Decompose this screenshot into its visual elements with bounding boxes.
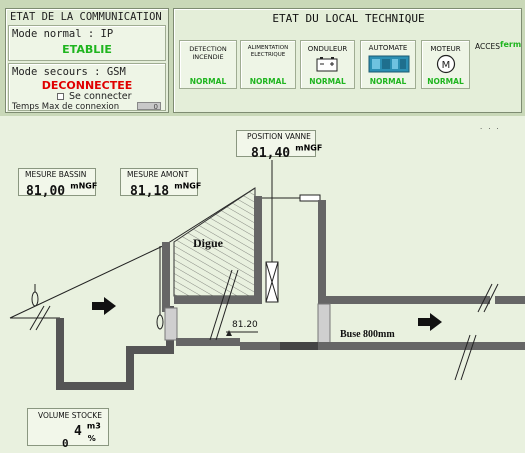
- digue-label: Digue: [193, 236, 223, 250]
- onduleur-status: NORMAL: [309, 77, 346, 86]
- local-technique-panel: ETAT DU LOCAL TECHNIQUE DETECTION INCEND…: [173, 8, 522, 113]
- moteur-label: MOTEUR: [430, 45, 461, 53]
- outflow-arrow-icon: [418, 313, 442, 331]
- volume-label: VOLUME STOCKE: [38, 411, 102, 420]
- level-label: 81.20: [232, 320, 258, 330]
- alimentation-label-line1: ALIMENTATION: [247, 45, 289, 51]
- flow-arrow-icon: [92, 297, 116, 315]
- basin-floor: [56, 306, 174, 390]
- volume-stocke-box: VOLUME STOCKE 4 m3 0 %: [27, 408, 109, 450]
- automate-label: AUTOMATE: [368, 44, 408, 52]
- motor-icon: M: [436, 54, 456, 74]
- mesure-amont-reading: 81,18 mNGF: [130, 180, 201, 199]
- position-vanne-value: 81,40: [251, 146, 291, 161]
- communication-title: ETAT DE LA COMMUNICATION: [10, 11, 162, 23]
- weir-wall: [162, 242, 170, 312]
- mesure-bassin-box: MESURE BASSIN 81,00 mNGF: [18, 168, 97, 199]
- toolbar-dots: ...: [480, 123, 505, 131]
- moteur-status: NORMAL: [427, 77, 464, 86]
- mesure-bassin-value: 81,00: [26, 184, 66, 199]
- mesure-bassin-reading: 81,00 mNGF: [26, 180, 97, 199]
- automate-status: NORMAL: [369, 77, 407, 86]
- local-technique-title: ETAT DU LOCAL TECHNIQUE: [272, 12, 425, 25]
- volume-reading: 4 m3: [74, 420, 101, 439]
- volume-value: 4: [74, 424, 82, 439]
- weir-gate: [164, 307, 178, 341]
- buse-label: Buse 800mm: [340, 329, 395, 340]
- moteur-tile: MOTEUR M NORMAL: [421, 40, 470, 89]
- normal-mode-box: Mode normal : IP ETABLIE: [8, 25, 166, 61]
- onduleur-tile: ONDULEUR NORMAL: [300, 40, 355, 89]
- mesure-amont-label: MESURE AMONT: [127, 170, 189, 179]
- position-vanne-box: POSITION VANNE 81,40 mNGF: [236, 130, 322, 161]
- level-float-icon: [31, 291, 39, 307]
- water-surface-line: [9, 244, 166, 319]
- backup-mode-label: Mode secours : GSM: [12, 66, 126, 78]
- battery-icon: [316, 57, 338, 72]
- acces-label: ACCES: [475, 42, 500, 51]
- position-vanne-label: POSITION VANNE: [247, 132, 311, 141]
- backup-mode-box: Mode secours : GSM DECONNECTEE Se connec…: [8, 63, 166, 112]
- automate-tile: AUTOMATE NORMAL: [360, 40, 416, 89]
- communication-panel: ETAT DE LA COMMUNICATION Mode normal : I…: [5, 8, 169, 113]
- position-vanne-unit: mNGF: [295, 143, 323, 153]
- mesure-bassin-unit: mNGF: [70, 181, 98, 191]
- amont-float-icon: [156, 314, 164, 330]
- chamber-wall: [318, 200, 326, 304]
- volume-percent-unit: %: [87, 433, 96, 443]
- plc-icon: [368, 55, 410, 73]
- max-time-field[interactable]: 0: [137, 102, 161, 111]
- connect-checkbox-label: Se connecter: [69, 91, 132, 102]
- mesure-bassin-label: MESURE BASSIN: [25, 170, 87, 179]
- volume-percent-value: 0: [62, 437, 69, 450]
- detection-label-line2: INCENDIE: [192, 53, 224, 61]
- mesure-amont-box: MESURE AMONT 81,18 mNGF: [120, 168, 201, 199]
- alimentation-electrique-tile: ALIMENTATION ELECTRIQUE NORMAL: [240, 40, 296, 89]
- volume-percent-reading: 0 %: [62, 432, 96, 451]
- svg-text:M: M: [442, 60, 451, 71]
- mesure-amont-unit: mNGF: [174, 181, 202, 191]
- onduleur-label: ONDULEUR: [307, 45, 348, 53]
- vanne-wall-left: [254, 196, 262, 304]
- connect-checkbox[interactable]: [57, 93, 64, 100]
- mesure-amont-value: 81,18: [130, 184, 170, 199]
- alimentation-status: NORMAL: [249, 77, 287, 86]
- detection-label-line1: DETECTION: [189, 45, 227, 53]
- backup-mode-status: DECONNECTEE: [41, 79, 133, 92]
- normal-mode-label: Mode normal : IP: [12, 28, 114, 40]
- detection-incendie-tile: DETECTION INCENDIE NORMAL: [179, 40, 237, 89]
- detection-status: NORMAL: [189, 77, 227, 86]
- normal-mode-status: ETABLIE: [62, 43, 112, 56]
- position-vanne-reading: 81,40 mNGF: [251, 142, 322, 161]
- volume-unit: m3: [86, 421, 101, 431]
- alimentation-label-line2: ELECTRIQUE: [250, 52, 286, 58]
- max-time-label: Temps Max de connexion: [12, 102, 120, 112]
- acces-status: ferm: [500, 40, 522, 49]
